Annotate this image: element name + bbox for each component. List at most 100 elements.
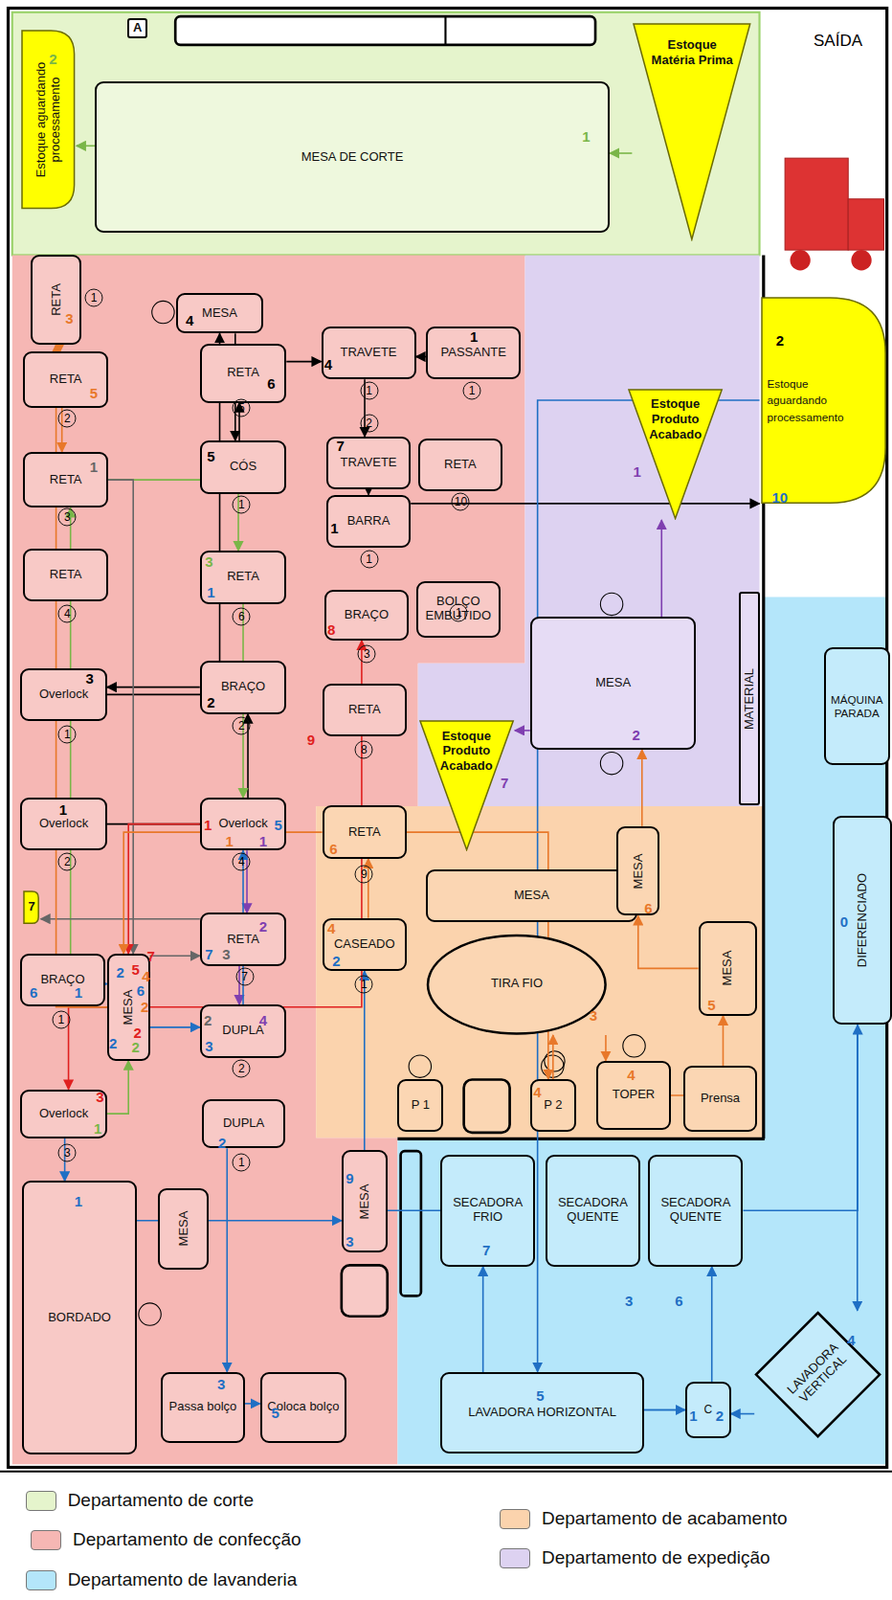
legend-text: Departamento de corte — [67, 1489, 254, 1511]
step-number: 4 — [847, 1330, 855, 1347]
node-label: Overlock — [215, 816, 270, 831]
machine-box: RETA — [22, 548, 108, 602]
node-label: RETA — [48, 258, 64, 341]
stock-area: Estoque aguardando processamento — [759, 295, 888, 505]
machine-count: 5 — [232, 399, 251, 418]
stock-triangle: Estoque Matéria Prima — [631, 22, 753, 242]
step-number: 5 — [206, 447, 215, 465]
machine-count: 2 — [58, 852, 77, 871]
step-number: 1 — [93, 1119, 102, 1137]
step-number: 3 — [222, 944, 230, 961]
step-number: 2 — [631, 725, 640, 742]
flow-arrow — [150, 954, 201, 957]
machine-box: RETA — [200, 343, 288, 403]
node-label: SECADORA QUENTE — [547, 1195, 639, 1225]
flow-arrow — [64, 1137, 67, 1182]
step-number: 6 — [267, 375, 275, 392]
step-number: 3 — [589, 1005, 598, 1023]
machine-box: P 1 — [397, 1078, 444, 1132]
step-number: 3 — [204, 1036, 213, 1053]
machine-box: MESA — [530, 616, 697, 749]
machine-box: MESA — [157, 1187, 209, 1270]
node-label: Estoque Matéria Prima — [646, 37, 738, 67]
node-label: RETA — [345, 702, 384, 717]
flow-arrow — [742, 1024, 858, 1210]
step-number: 2 — [218, 1133, 226, 1150]
node-label: PASSANTE — [438, 345, 510, 360]
node-label: Overlock — [36, 687, 91, 702]
flow-arrow — [609, 152, 632, 155]
step-number: 9 — [307, 731, 315, 748]
flow-arrow — [660, 519, 663, 617]
legend-swatch — [25, 1490, 57, 1511]
step-number: 1 — [74, 1191, 83, 1208]
legend-swatch — [30, 1529, 62, 1550]
machine-box: Prensa — [683, 1065, 759, 1132]
node-label: MESA DE CORTE — [298, 150, 407, 165]
step-number: 6 — [644, 898, 652, 915]
legend-text: Departamento de expedição — [541, 1546, 771, 1568]
node-label: TOPER — [609, 1087, 659, 1102]
machine-count: 3 — [58, 1142, 77, 1161]
step-number: 5 — [270, 1404, 279, 1421]
machine-box: MESA — [616, 825, 660, 916]
machine-box: RETA — [30, 254, 82, 345]
machine-box: SECADORA QUENTE — [545, 1154, 641, 1267]
flow-arrow — [856, 1024, 859, 1310]
node-label: Passa bolço — [166, 1399, 241, 1414]
machine-count: 3 — [58, 508, 77, 527]
flow-arrow — [41, 917, 201, 920]
node-label: BRAÇO — [341, 607, 392, 623]
machine-count: 7 — [235, 967, 254, 986]
machine-box: MÁQUINA PARADA — [824, 646, 891, 764]
machine-box: TRAVETE — [321, 326, 417, 380]
step-number: 5 — [707, 996, 715, 1013]
flow-arrow — [514, 729, 531, 732]
step-number: 4 — [626, 1065, 635, 1082]
node-label: DIFERENCIADO — [855, 819, 870, 1021]
node-label: Estoque Produto Acabado — [638, 396, 713, 442]
node-label: MESA — [511, 888, 553, 903]
machine-box: DUPLA — [201, 1098, 286, 1148]
machine-box: LAVADORA HORIZONTAL — [440, 1371, 645, 1453]
machine-box: BRAÇO — [324, 589, 409, 641]
step-number: 1 — [206, 582, 215, 600]
node-label: 7 — [24, 899, 38, 915]
node-label: MESA — [720, 924, 736, 1012]
node-label: MATERIAL — [741, 595, 757, 803]
step-number: 1 — [581, 127, 590, 144]
diamond-machine: LAVADORA VERTICAL — [754, 1310, 882, 1438]
node-label: DUPLA — [220, 1115, 268, 1131]
machine-count: 1 — [355, 974, 374, 993]
node-label: Estoque aguardando processamento — [759, 375, 888, 426]
step-number: 3 — [345, 1232, 354, 1249]
step-number: 2 — [776, 331, 784, 348]
node-label: MESA — [176, 1191, 191, 1266]
machine-count: 1 — [84, 289, 103, 308]
flow-arrow — [286, 360, 321, 363]
step-number: 6 — [29, 983, 38, 1001]
node-label: LAVADORA HORIZONTAL — [465, 1404, 620, 1420]
machine-count: 10 — [451, 492, 470, 512]
legend-swatch — [25, 1569, 57, 1590]
node-label: C — [700, 1403, 715, 1417]
stock-triangle: Estoque Produto Acabado — [626, 387, 724, 520]
node-label: BORDADO — [44, 1310, 114, 1325]
step-number: 3 — [86, 669, 94, 687]
exit-label: SAÍDA — [813, 31, 863, 51]
step-number: 1 — [469, 328, 478, 345]
machine-count: 1 — [463, 380, 482, 400]
step-number: 1 — [59, 800, 67, 817]
step-number: 4 — [141, 967, 150, 984]
step-number: 1 — [259, 831, 268, 848]
step-number: 2 — [116, 963, 125, 981]
flow-arrow — [416, 356, 427, 358]
machine-count: 4 — [232, 852, 251, 871]
machine-box: MESA DE CORTE — [94, 81, 610, 233]
machine-box: MESA — [698, 920, 759, 1016]
step-number: 4 — [324, 356, 333, 373]
step-number: 4 — [259, 1011, 268, 1028]
machine-box: Overlock — [20, 668, 108, 721]
flow-arrow — [76, 145, 95, 148]
machine-count: 1 — [359, 549, 379, 568]
